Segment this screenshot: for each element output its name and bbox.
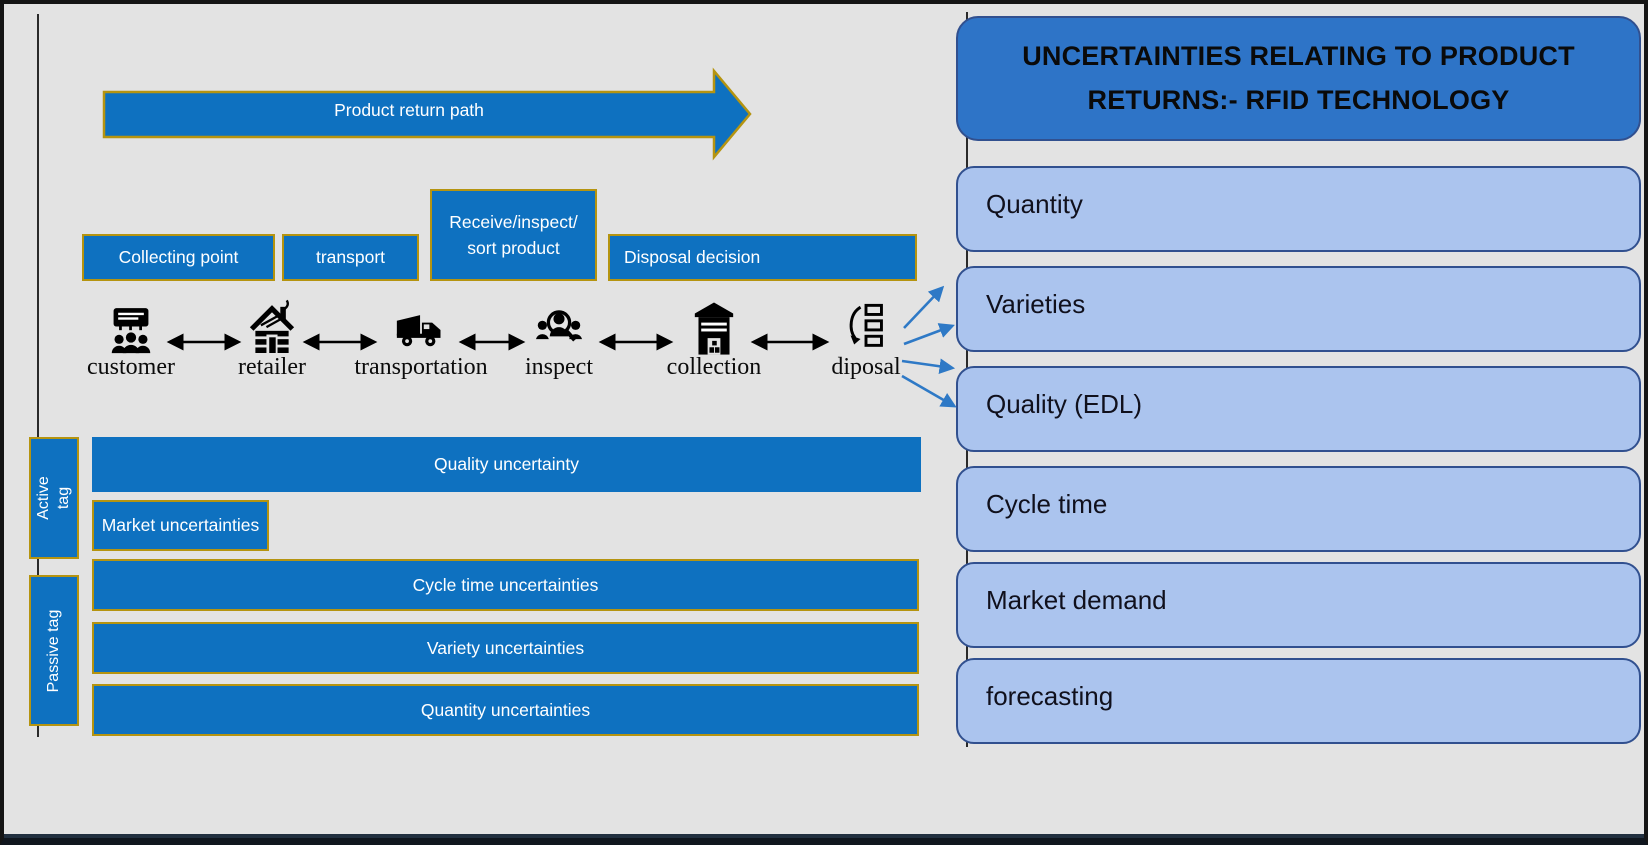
disposal-decision-box: Disposal decision [608, 234, 917, 281]
chain-label-collection: collection [666, 354, 762, 380]
uncertainty-item-cycle-time-label: Cycle time [986, 488, 1108, 519]
transport-box: transport [282, 234, 419, 281]
uncertainty-item-quality-edl: Quality (EDL) [956, 366, 1641, 452]
uncertainty-item-quality-edl-label: Quality (EDL) [986, 388, 1143, 419]
quality-uncertainty-label: Quality uncertainty [434, 454, 579, 474]
active-tag-box: Active tag [29, 437, 79, 559]
active-tag-label-line1: Active [35, 476, 52, 520]
product-return-path-arrow [102, 67, 752, 161]
variety-uncertainties-bar: Variety uncertainties [92, 622, 919, 674]
transport-label: transport [315, 247, 386, 267]
collecting-point-box: Collecting point [82, 234, 275, 281]
header-title-line2: RETURNS:- RFID TECHNOLOGY [1087, 84, 1510, 115]
header-title-line1: UNCERTAINTIES RELATING TO PRODUCT [1022, 41, 1575, 72]
quantity-uncertainties-bar: Quantity uncertainties [92, 684, 919, 736]
chain-label-inspect: inspect [525, 354, 593, 380]
uncertainty-item-quantity: Quantity [956, 166, 1641, 252]
transportation-icon [396, 315, 441, 347]
fan-arrows [901, 285, 957, 408]
passive-tag-box: Passive tag [29, 575, 79, 726]
rfid-uncertainties-header: UNCERTAINTIES RELATING TO PRODUCT RETURN… [956, 16, 1641, 141]
retailer-icon [249, 299, 295, 353]
receive-inspect-sort-box: Receive/inspect/ sort product [430, 189, 597, 281]
collecting-point-label: Collecting point [118, 247, 239, 267]
quality-uncertainty-bar: Quality uncertainty [92, 437, 921, 492]
chain-label-diposal: diposal [831, 354, 901, 380]
uncertainty-item-forecasting: forecasting [956, 658, 1641, 744]
uncertainty-item-market-demand: Market demand [956, 562, 1641, 648]
chain-label-customer: customer [87, 354, 175, 380]
uncertainty-item-market-demand-label: Market demand [986, 584, 1167, 615]
left-guide-line [37, 14, 39, 737]
disposal-decision-label: Disposal decision [624, 247, 761, 267]
market-uncertainties-label: Market uncertainties [101, 515, 260, 535]
diposal-icon [849, 303, 883, 347]
variety-uncertainties-label: Variety uncertainties [426, 637, 585, 658]
product-return-path-label: Product return path [334, 100, 484, 120]
receive-inspect-label-line2: sort product [467, 238, 560, 258]
uncertainty-item-cycle-time: Cycle time [956, 466, 1641, 552]
chain-label-retailer: retailer [238, 354, 306, 380]
passive-tag-label: Passive tag [45, 609, 62, 692]
customer-icon [111, 308, 151, 354]
cycle-time-uncertainties-label: Cycle time uncertainties [412, 574, 599, 595]
market-uncertainties-bar: Market uncertainties [92, 500, 269, 551]
uncertainty-item-varieties: Varieties [956, 266, 1641, 352]
receive-inspect-label-line1: Receive/inspect/ [449, 211, 578, 232]
uncertainty-item-quantity-label: Quantity [986, 188, 1083, 219]
active-tag-label-line2: tag [55, 486, 72, 510]
uncertainty-item-forecasting-label: forecasting [986, 680, 1114, 711]
chain-label-transportation: transportation [354, 354, 488, 380]
quantity-uncertainties-label: Quantity uncertainties [420, 699, 591, 720]
cycle-time-uncertainties-bar: Cycle time uncertainties [92, 559, 919, 611]
uncertainty-item-varieties-label: Varieties [986, 288, 1086, 319]
collection-icon [694, 302, 734, 355]
bottom-edge-strip [4, 834, 1644, 838]
inspect-icon [535, 310, 583, 342]
